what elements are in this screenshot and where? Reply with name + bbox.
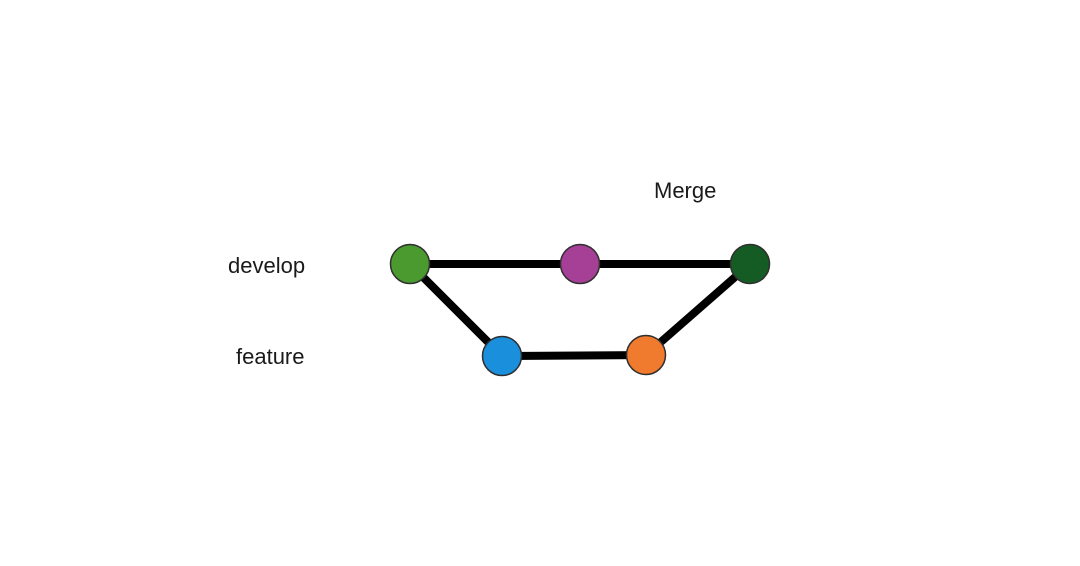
edge-develop-start-to-feature-first xyxy=(407,261,505,359)
commit-node-develop-mid xyxy=(559,243,601,285)
commit-node-feature-first xyxy=(481,335,523,377)
edge-feature-second-to-develop-merge xyxy=(643,260,753,359)
edge-feature-first-to-feature-second xyxy=(501,351,647,360)
commit-node-develop-merge xyxy=(729,243,771,285)
commit-nodes xyxy=(389,243,771,377)
merge-label: Merge xyxy=(654,178,717,203)
feature-branch-label: feature xyxy=(236,344,305,369)
commit-node-feature-second xyxy=(625,334,667,376)
commit-node-develop-start xyxy=(389,243,431,285)
branch-edges xyxy=(407,260,753,360)
develop-branch-label: develop xyxy=(228,253,306,278)
